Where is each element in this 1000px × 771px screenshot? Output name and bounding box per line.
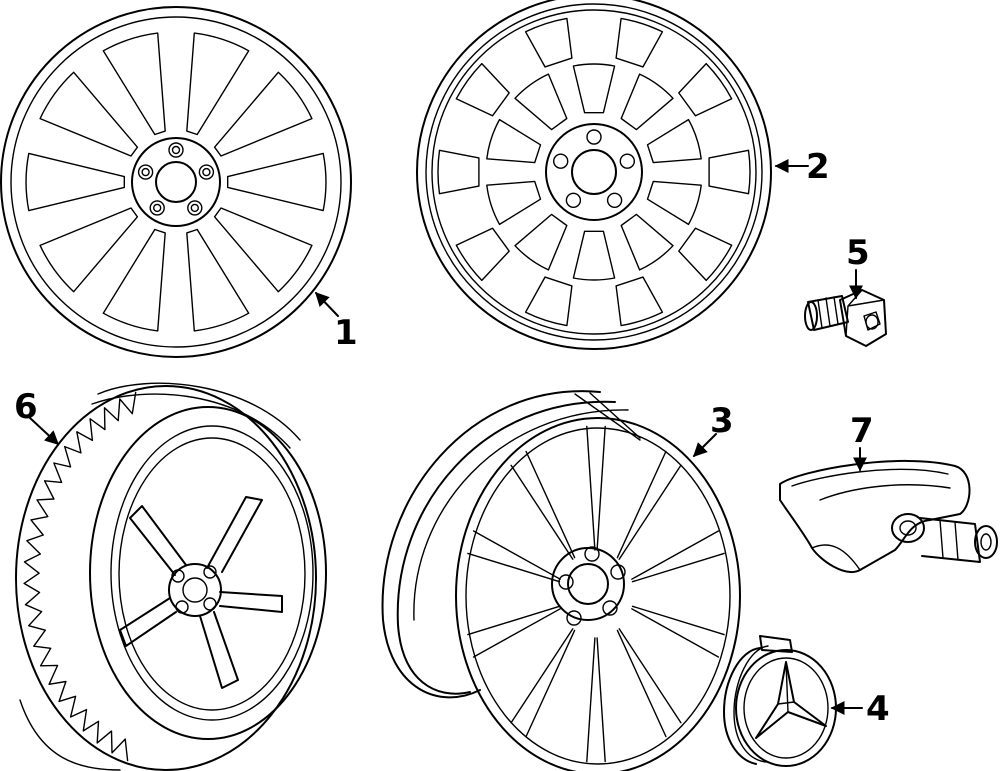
callout-7: 7 (850, 411, 874, 451)
alloy-wheel-part-1 (0, 6, 352, 358)
callout-6: 6 (14, 387, 38, 427)
center-cap-part-4 (723, 635, 837, 767)
callouts: 1 2 3 4 5 6 7 (14, 147, 890, 729)
tire-pressure-sensor-part-7 (779, 459, 998, 573)
alloy-wheel-part-2 (416, 0, 772, 350)
wheel-bolt-part-5 (804, 289, 887, 347)
callout-1: 1 (334, 313, 358, 353)
callout-5: 5 (846, 233, 870, 273)
callout-4: 4 (866, 689, 890, 729)
callout-2: 2 (806, 147, 830, 187)
leader-lines (29, 159, 867, 715)
tire-part-6 (15, 382, 327, 771)
callout-3: 3 (710, 401, 734, 441)
alloy-wheel-part-3 (381, 390, 741, 771)
